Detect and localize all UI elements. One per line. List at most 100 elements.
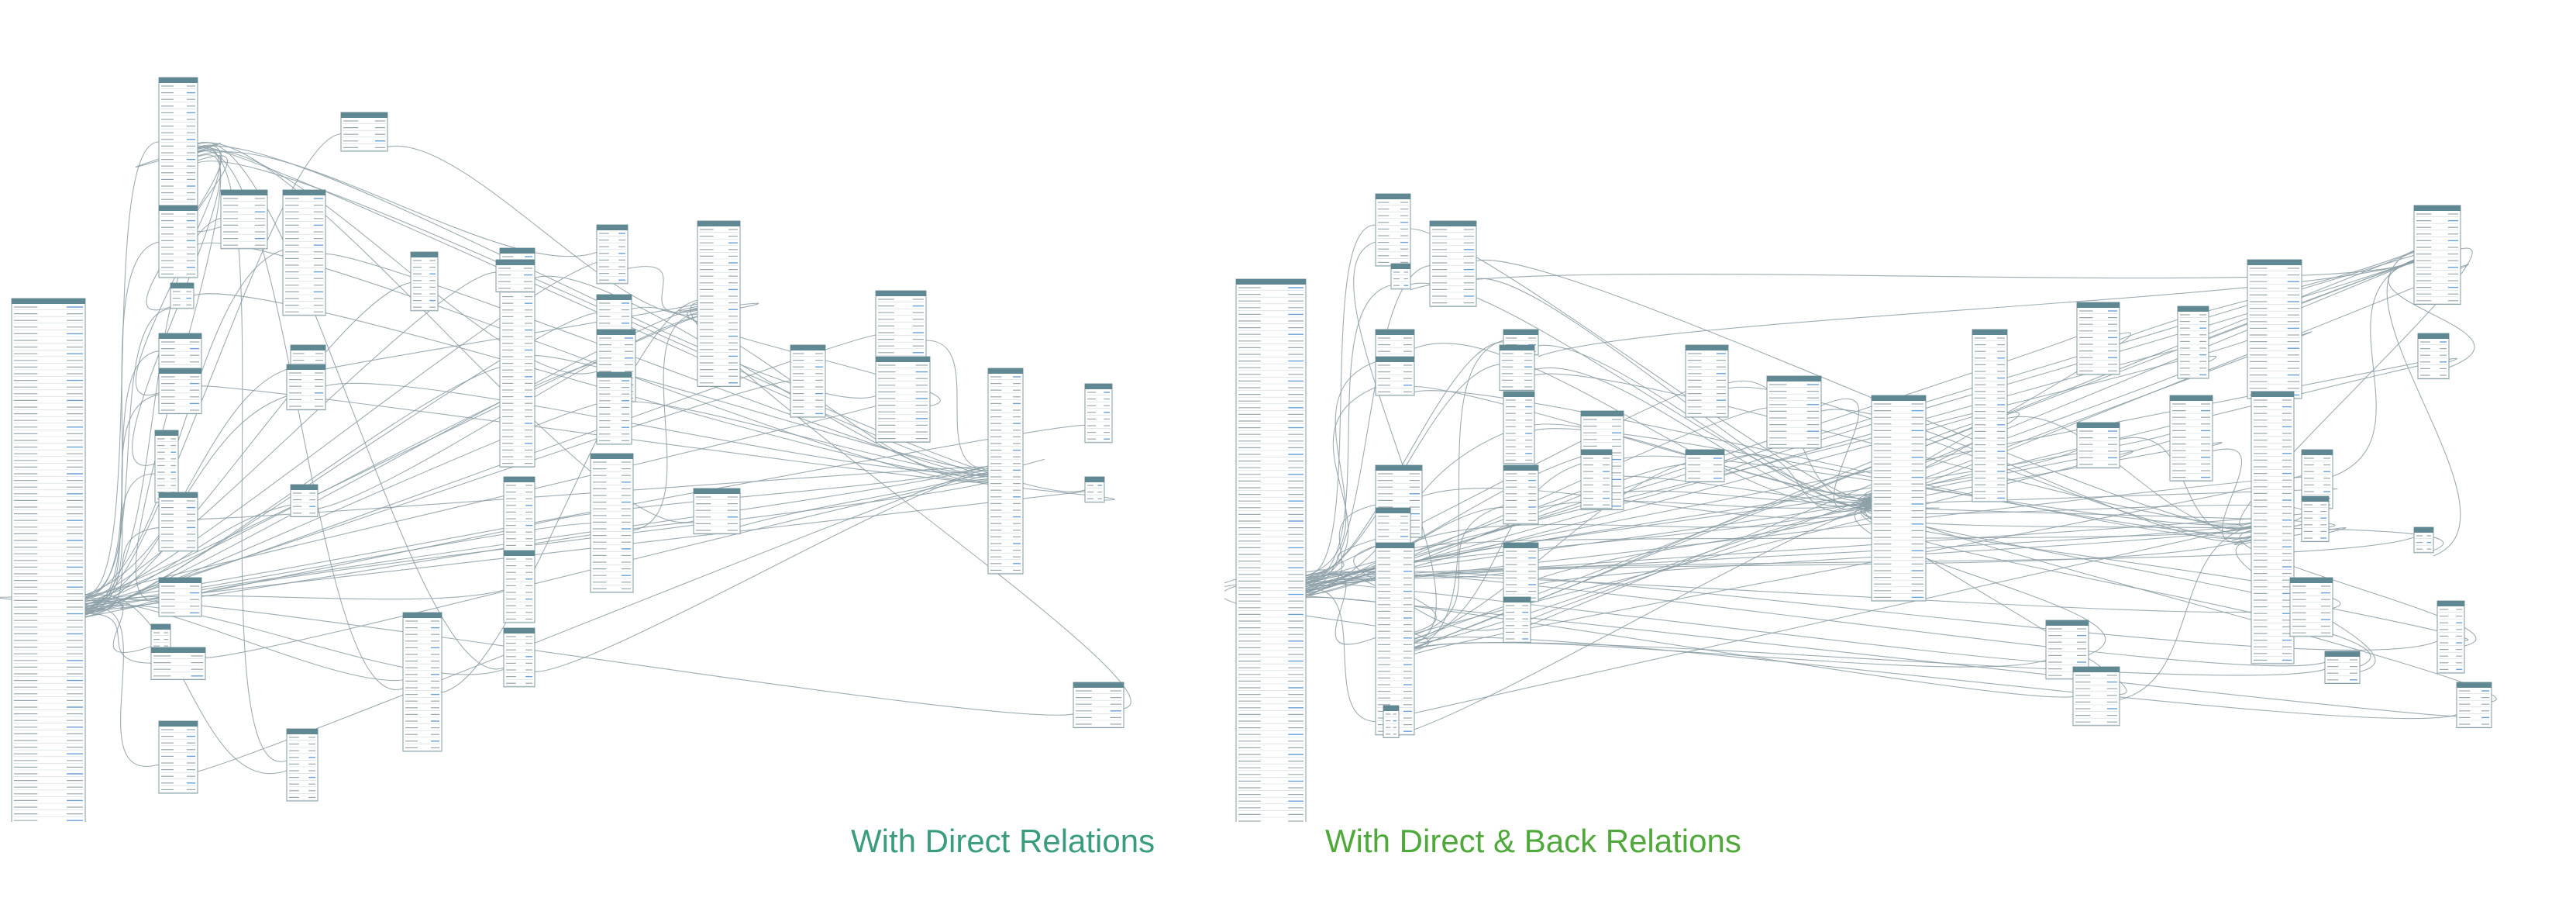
relation-line <box>1421 488 1872 519</box>
table-node[interactable] <box>1685 344 1729 418</box>
table-node[interactable] <box>2072 666 2120 727</box>
table-node[interactable] <box>1383 705 1400 738</box>
table-node[interactable] <box>1084 383 1113 444</box>
table-node[interactable] <box>154 430 179 503</box>
table-node[interactable] <box>2169 395 2213 482</box>
table-node[interactable] <box>2324 651 2361 684</box>
relation-line <box>84 473 156 606</box>
table-node[interactable] <box>495 259 536 292</box>
table-header <box>291 345 325 350</box>
table-node[interactable] <box>170 282 195 309</box>
relation-line <box>1410 508 1872 544</box>
table-node[interactable] <box>2251 391 2295 665</box>
table-node[interactable] <box>158 492 198 552</box>
relation-line <box>1305 464 1686 595</box>
table-header <box>504 477 535 482</box>
relation-line <box>925 340 989 470</box>
relation-line <box>197 150 598 375</box>
table-header <box>1503 330 1538 335</box>
table-node[interactable] <box>2247 259 2302 399</box>
table-header <box>2073 667 2120 672</box>
table-node[interactable] <box>1073 682 1124 729</box>
relation-line <box>1538 344 1872 508</box>
table-node[interactable] <box>1390 263 1411 290</box>
table-header <box>2414 527 2433 533</box>
table-node[interactable] <box>2413 526 2434 554</box>
table-node[interactable] <box>987 368 1024 575</box>
table-node[interactable] <box>1429 220 1477 307</box>
table-node[interactable] <box>790 344 826 418</box>
table-node[interactable] <box>503 550 536 623</box>
table-node[interactable] <box>282 189 326 316</box>
table-node[interactable] <box>158 720 198 794</box>
table-node[interactable] <box>503 627 536 688</box>
table-header <box>2077 423 2120 428</box>
table-node[interactable] <box>410 251 439 312</box>
table-node[interactable] <box>158 205 198 278</box>
relation-line <box>1414 340 1504 648</box>
table-node[interactable] <box>286 728 319 802</box>
table-node[interactable] <box>2076 302 2120 375</box>
table-node[interactable] <box>875 356 931 443</box>
table-node[interactable] <box>1503 596 1531 644</box>
table-node[interactable] <box>875 290 927 364</box>
table-node[interactable] <box>150 647 206 680</box>
table-node[interactable] <box>1503 464 1539 525</box>
table-node[interactable] <box>2437 600 2465 674</box>
table-header <box>151 647 205 653</box>
table-node[interactable] <box>2413 205 2461 305</box>
table-node[interactable] <box>693 488 741 535</box>
table-node[interactable] <box>2076 422 2120 469</box>
table-node[interactable] <box>286 364 326 411</box>
table-node[interactable] <box>1871 395 1927 602</box>
table-node[interactable] <box>590 453 634 593</box>
table-node[interactable] <box>402 612 443 752</box>
table-header <box>1085 477 1104 482</box>
table-node[interactable] <box>1685 449 1725 482</box>
table-node[interactable] <box>1375 542 1415 736</box>
relation-line <box>1305 391 1686 579</box>
table-node[interactable] <box>1375 356 1415 396</box>
relation-line <box>325 382 989 474</box>
table-node[interactable] <box>596 371 632 445</box>
table-node[interactable] <box>2177 306 2209 379</box>
table-node[interactable] <box>158 77 198 217</box>
table-node[interactable] <box>596 224 629 285</box>
relation-line <box>1398 525 2252 717</box>
table-node[interactable] <box>1375 193 1411 267</box>
table-node[interactable] <box>158 368 202 415</box>
table-node[interactable] <box>2289 577 2333 637</box>
table-node[interactable] <box>150 623 171 651</box>
table-node[interactable] <box>1972 329 2008 502</box>
table-header <box>221 190 267 195</box>
table-node[interactable] <box>2417 333 2450 380</box>
table-node[interactable] <box>2456 682 2492 729</box>
relation-line <box>1534 368 1872 506</box>
relation-line <box>84 380 791 605</box>
table-node[interactable] <box>1766 375 1822 449</box>
relation-line <box>2239 247 2473 528</box>
table-node[interactable] <box>340 112 388 152</box>
table-node[interactable] <box>697 220 741 387</box>
table-header <box>1376 194 1410 199</box>
table-node[interactable] <box>596 294 632 334</box>
table-node[interactable] <box>1503 542 1539 602</box>
relation-line <box>534 472 989 672</box>
table-node[interactable] <box>1580 449 1613 509</box>
table-header <box>2077 302 2120 308</box>
table-node[interactable] <box>158 577 202 617</box>
table-header <box>1376 465 1422 471</box>
table-header <box>287 729 318 734</box>
table-node[interactable] <box>290 484 319 517</box>
table-node[interactable] <box>11 298 86 822</box>
table-header <box>2046 620 2089 626</box>
table-node[interactable] <box>1503 391 1535 464</box>
table-header <box>500 248 535 254</box>
table-node[interactable] <box>1084 476 1105 503</box>
table-node[interactable] <box>1235 278 1307 822</box>
relation-line <box>84 334 876 610</box>
table-node[interactable] <box>220 189 268 250</box>
table-node[interactable] <box>2301 495 2330 543</box>
table-node[interactable] <box>1499 344 1535 392</box>
relation-line <box>1398 506 1872 735</box>
